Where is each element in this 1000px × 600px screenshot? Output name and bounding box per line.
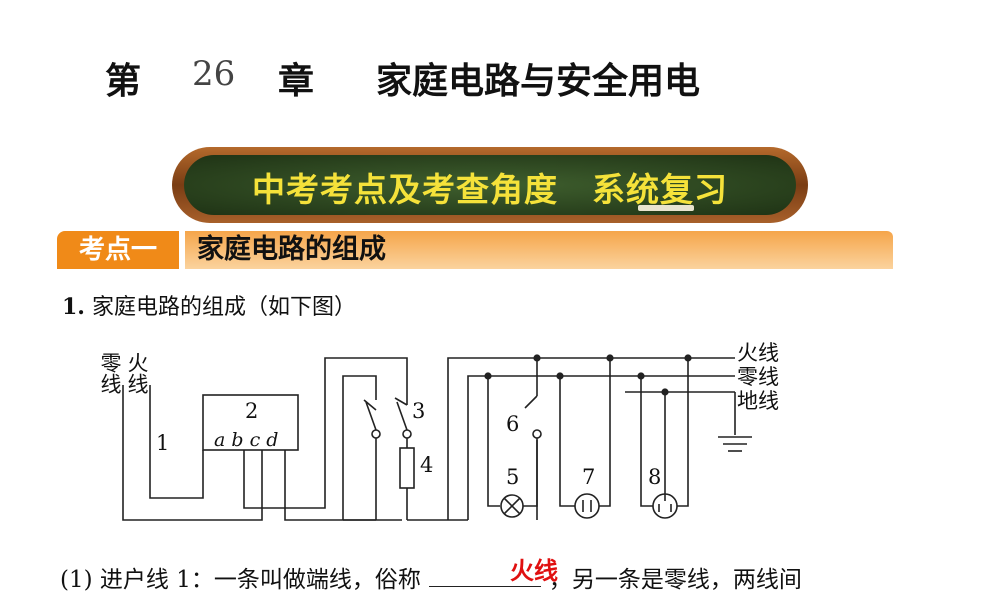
section-header: 考点一 家庭电路的组成 <box>57 231 893 271</box>
section-title: 家庭电路的组成 <box>197 234 386 265</box>
label-n8: 8 <box>648 465 661 489</box>
chapter-suffix: 章 <box>278 61 315 102</box>
incoming-lines <box>122 385 263 521</box>
answer-text: 火线 <box>510 557 558 585</box>
label-live-in: 火线 <box>125 352 149 394</box>
label-n4: 4 <box>420 453 433 477</box>
point-text: 家庭电路的组成（如下图） <box>91 295 356 320</box>
two-pin-socket <box>556 354 614 519</box>
question-1: (1) 进户线 1：一条叫做端线，俗称 ，另一条是零线，两线间 <box>60 560 802 594</box>
point-number: 1. <box>62 294 85 320</box>
chapter-prefix: 第 <box>105 61 142 102</box>
label-n5: 5 <box>506 465 519 489</box>
label-neutral-in: 零线 <box>98 352 122 394</box>
answer-blank[interactable] <box>428 566 541 587</box>
section-tag: 考点一 <box>57 231 179 269</box>
banner-text: 中考考点及考查角度 系统复习 <box>252 170 728 209</box>
review-banner: 中考考点及考查角度 系统复习 <box>170 145 810 227</box>
label-n6: 6 <box>506 412 519 436</box>
chapter-title: 第 26 章 家庭电路与安全用电 <box>0 52 1000 102</box>
point-1: 1. 家庭电路的组成（如下图） <box>62 289 356 321</box>
chapter-name: 家庭电路与安全用电 <box>376 61 701 102</box>
question-before: (1) 进户线 1：一条叫做端线，俗称 <box>60 567 421 593</box>
lamp-branch <box>484 354 542 520</box>
question-after: ，另一条是零线，两线间 <box>548 567 802 593</box>
label-n3: 3 <box>412 399 425 423</box>
label-neutral: 零线 <box>737 365 779 389</box>
meter-terminals: a b c d <box>214 429 278 451</box>
label-n2: 2 <box>245 399 258 423</box>
electric-meter-box <box>202 394 299 451</box>
chalk-icon <box>638 205 694 211</box>
label-n7: 7 <box>582 465 595 489</box>
three-pin-socket <box>637 354 692 519</box>
chalkboard-graphic <box>172 147 808 223</box>
fuse <box>399 438 468 521</box>
chapter-number: 26 <box>192 54 236 94</box>
label-ground: 地线 <box>737 389 779 413</box>
socket-icon <box>574 493 600 519</box>
section-bar <box>185 231 893 269</box>
label-live: 火线 <box>737 341 779 365</box>
label-n1: 1 <box>156 431 169 455</box>
distribution-lines <box>447 357 752 520</box>
